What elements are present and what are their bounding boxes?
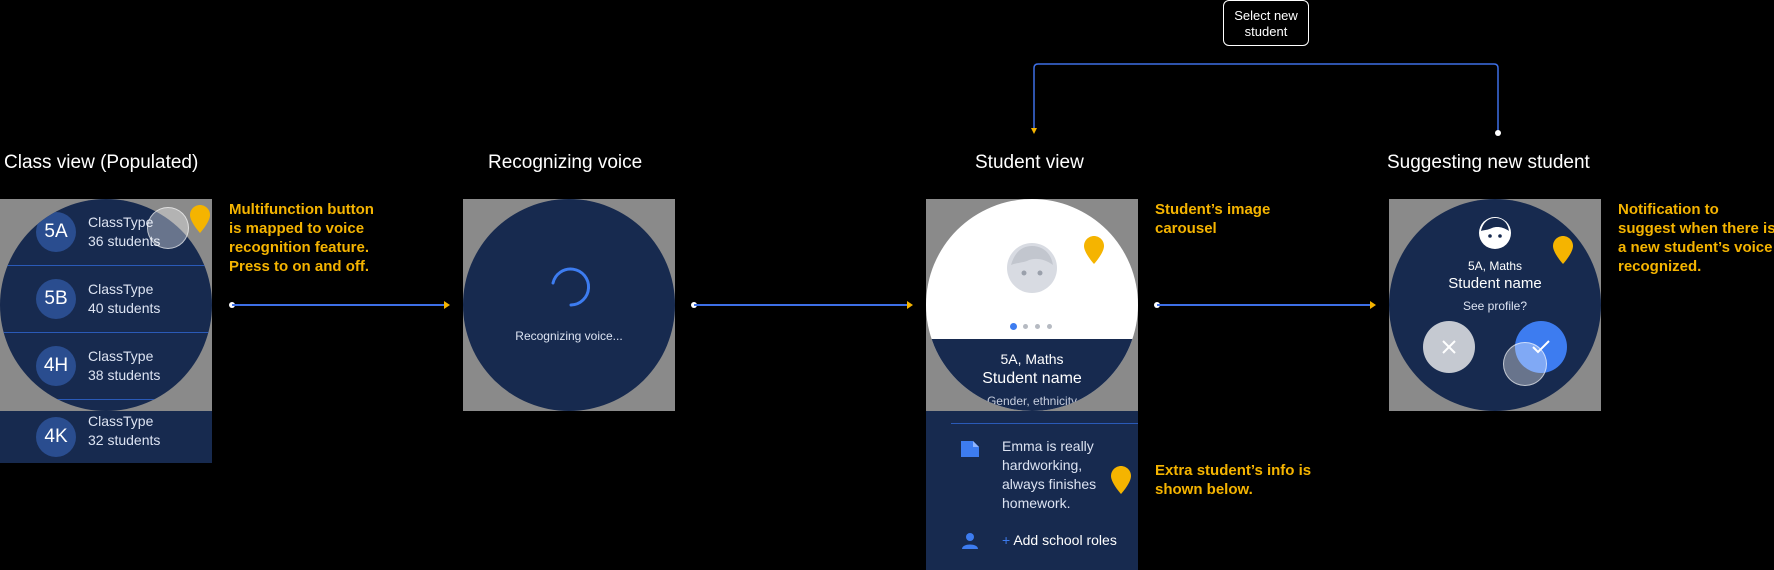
class-code-badge: 5A — [36, 212, 76, 252]
class-code-badge: 4H — [36, 346, 76, 386]
flow-arrow — [232, 304, 444, 306]
suggesting-frame: 5A, Maths Student name See profile? — [1389, 199, 1601, 411]
student-view-watch: 5A, Maths Student name Gender, ethnicity — [926, 199, 1138, 411]
extra-info-annotation: Extra student’s info is shown below. — [1155, 462, 1312, 498]
recognizing-watch: Recognizing voice... — [463, 199, 675, 411]
student-view-frame: 5A, Maths Student name Gender, ethnicity — [926, 199, 1138, 411]
class-view-title: Class view (Populated) — [4, 152, 199, 173]
touch-indicator — [147, 207, 189, 249]
location-pin-icon — [1553, 236, 1573, 264]
arrow-head — [444, 301, 450, 309]
student-class-subject: 5A, Maths — [1000, 351, 1064, 367]
location-pin-icon — [190, 205, 210, 233]
student-name: Student name — [982, 370, 1082, 387]
suggest-class-subject: 5A, Maths — [1467, 259, 1523, 273]
notification-annotation: Notification to suggest when there is a … — [1618, 201, 1774, 275]
student-note: Emma is really hardworking, always finis… — [1002, 438, 1097, 511]
flow-arrow — [1157, 304, 1370, 306]
student-info-panel: 5A, Maths Student name Gender, ethnicity — [926, 339, 1138, 411]
recognizing-status: Recognizing voice... — [515, 329, 623, 343]
face-icon — [1479, 217, 1511, 249]
recognizing-title: Recognizing voice — [488, 152, 643, 173]
note-icon — [961, 441, 979, 457]
suggesting-title: Suggesting new student — [1387, 152, 1590, 173]
person-icon — [962, 533, 978, 549]
class-code-badge: 4K — [36, 417, 76, 457]
arrow-head — [1370, 301, 1376, 309]
suggest-student-name: Student name — [1448, 275, 1542, 292]
student-details: Gender, ethnicity — [986, 394, 1078, 408]
arrow-head — [907, 301, 913, 309]
student-view-title: Student view — [975, 152, 1084, 173]
touch-indicator — [1503, 342, 1547, 386]
loading-spinner-icon — [551, 267, 591, 307]
close-icon — [1442, 340, 1456, 354]
location-pin-icon — [1084, 236, 1104, 264]
multifunction-annotation: Multifunction button is mapped to voice … — [229, 201, 374, 275]
flow-arrow — [694, 304, 908, 306]
recognizing-frame: Recognizing voice... — [463, 199, 675, 411]
student-avatar-icon — [1007, 243, 1057, 293]
select-new-student-label: Select new student — [1223, 0, 1309, 46]
see-profile-prompt: See profile? — [1462, 299, 1528, 313]
divider — [951, 423, 1138, 424]
carousel-annotation: Student’s image carousel — [1155, 201, 1271, 237]
suggesting-watch: 5A, Maths Student name See profile? — [1389, 199, 1601, 411]
location-pin-icon — [1111, 466, 1131, 494]
class-code-badge: 5B — [36, 279, 76, 319]
student-extra-info: Emma is really hardworking, always finis… — [926, 411, 1138, 570]
add-school-roles-button[interactable]: + Add school roles — [1002, 532, 1117, 548]
dismiss-button[interactable] — [1423, 321, 1475, 373]
